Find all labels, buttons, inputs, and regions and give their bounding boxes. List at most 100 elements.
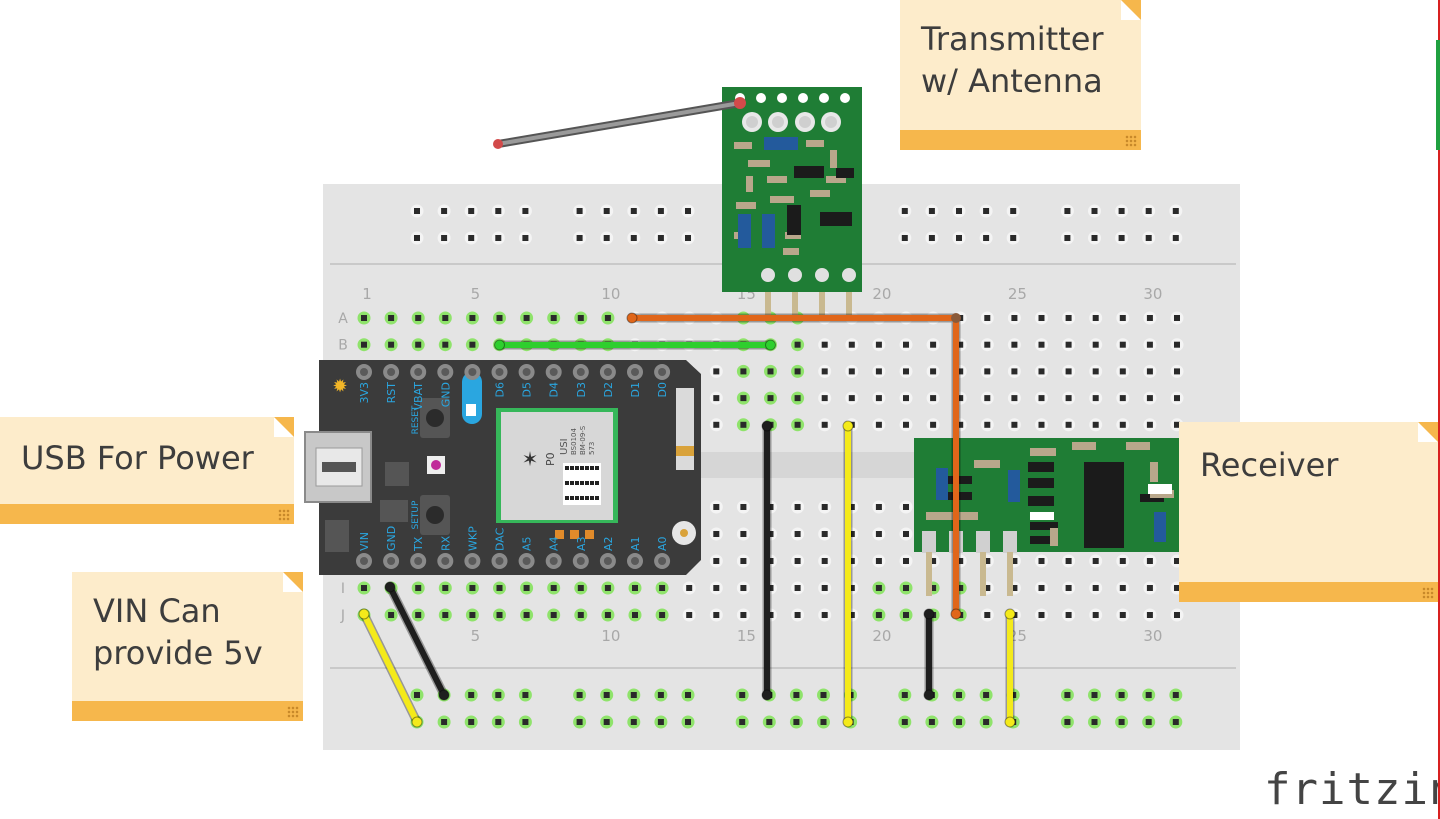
row-letter: B (338, 338, 348, 354)
rail-hole (1145, 235, 1152, 241)
transmitter-lead (846, 272, 852, 320)
note-receiver[interactable]: Receiver (1179, 422, 1438, 602)
hole (1119, 395, 1126, 402)
rail-hole (685, 692, 691, 698)
hole (1092, 341, 1099, 348)
transmitter-pad (840, 93, 850, 103)
d7-led (466, 404, 476, 416)
hole (1011, 315, 1018, 321)
wire-yellow-end (411, 716, 423, 728)
pin-label: WKP (466, 526, 479, 551)
rail-hole (414, 235, 420, 241)
hole (469, 585, 476, 591)
qr-cell (585, 481, 589, 485)
hole (496, 315, 503, 321)
hole (740, 531, 747, 537)
pin-label: A0 (656, 536, 669, 551)
receiver-resistor (1030, 448, 1056, 456)
resize-grip-icon[interactable] (287, 706, 299, 718)
transmitter-resistor (826, 176, 846, 183)
transmitter-resistor (785, 232, 801, 239)
hole (984, 612, 991, 618)
note-transmitter[interactable]: Transmitter w/ Antenna (900, 0, 1141, 150)
rail-hole (1064, 208, 1071, 214)
rail-hole (1118, 235, 1125, 241)
hole (1146, 368, 1153, 375)
column-number: 20 (872, 285, 891, 303)
resize-grip-icon[interactable] (278, 509, 290, 521)
receiver-component (1084, 462, 1124, 548)
rgb-led-die (431, 460, 441, 470)
wire-green-end (494, 339, 505, 351)
pin-label: D5 (521, 382, 534, 397)
receiver-cap (1008, 470, 1020, 502)
hole (930, 585, 937, 591)
qr-cell (570, 496, 574, 500)
hole (577, 315, 584, 321)
receiver-pin (1003, 531, 1017, 553)
receiver-resistor (1150, 462, 1158, 482)
smd-pad (570, 530, 579, 539)
hole (442, 585, 449, 591)
hole (875, 585, 882, 591)
transmitter-resistor (810, 190, 830, 197)
wire-orange-end (950, 608, 962, 620)
pin-label: DAC (494, 527, 507, 551)
receiver-cap (1154, 512, 1166, 542)
resize-grip-icon[interactable] (1125, 135, 1137, 147)
hole (1092, 612, 1099, 618)
transmitter-pad (819, 93, 829, 103)
hole (415, 585, 422, 591)
hole (794, 395, 801, 402)
edge-marker (1436, 0, 1440, 819)
note-vin[interactable]: VIN Can provide 5v (72, 572, 303, 721)
pin-label: A1 (629, 536, 642, 551)
hole (523, 612, 530, 618)
hole (1092, 421, 1099, 428)
module-text: BS0104 (570, 428, 578, 455)
hole (875, 341, 882, 348)
hole (1146, 612, 1153, 618)
pin-label: A2 (602, 536, 615, 551)
hole (794, 531, 801, 537)
hole (1065, 612, 1072, 618)
transmitter-lead (819, 272, 825, 320)
receiver-resistor (1072, 442, 1096, 450)
fritzing-logo: fritzing (1264, 764, 1440, 815)
hole (1065, 341, 1072, 348)
pin-label: GND (385, 526, 398, 551)
smd-pad (585, 530, 594, 539)
hole (821, 531, 828, 537)
receiver-marking (1030, 512, 1054, 520)
note-usb-power[interactable]: USB For Power (0, 417, 294, 524)
hole (1065, 585, 1072, 591)
wire-yellow-end (358, 608, 370, 620)
wire-green-end (765, 339, 776, 351)
rail-hole (983, 719, 990, 725)
hole (794, 612, 801, 618)
rail-hole (1091, 208, 1098, 214)
pin-hole (658, 557, 667, 565)
qr-cell (595, 481, 599, 485)
pin-hole (495, 557, 504, 565)
wire-orange-bend (951, 313, 961, 323)
receiver-lead (1007, 552, 1013, 596)
pin-label: D0 (656, 382, 669, 397)
hole (361, 341, 367, 348)
column-number: 5 (471, 627, 481, 645)
hole (1038, 612, 1045, 618)
rail-hole (603, 208, 610, 214)
qr-cell (585, 466, 589, 470)
transmitter-cap (764, 137, 798, 150)
transmitter-coil-core (772, 116, 784, 128)
particle-star-icon: ✶ (522, 447, 539, 471)
receiver-pin (976, 531, 990, 553)
hole (903, 368, 909, 375)
transmitter-resistor (746, 176, 753, 192)
hole (794, 368, 801, 375)
transmitter-resistor (783, 248, 799, 255)
qr-cell (590, 466, 594, 470)
resize-grip-icon[interactable] (1422, 587, 1434, 599)
rail-hole (1172, 692, 1179, 698)
rail-hole (468, 208, 475, 214)
